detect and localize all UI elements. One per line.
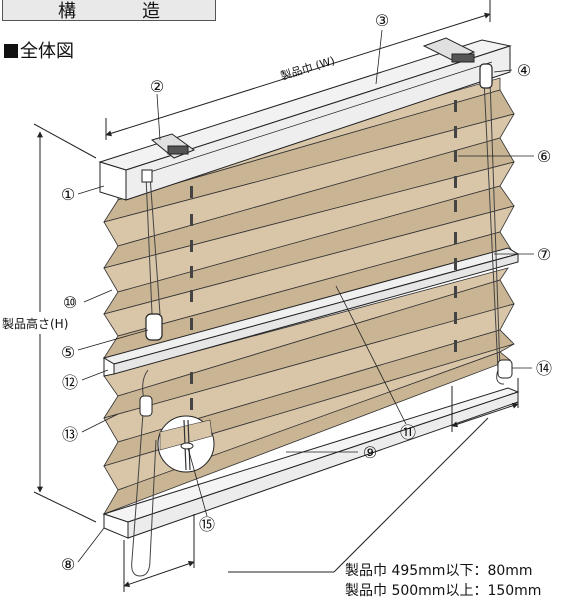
callout-2: ② <box>150 77 164 96</box>
callout-10: ⑩ <box>63 293 77 312</box>
callout-7: ⑦ <box>537 245 551 264</box>
cord-grip-lower-left <box>139 395 153 417</box>
callout-5: ⑤ <box>61 343 75 362</box>
diagram-subtitle: 全体図 <box>4 37 74 63</box>
cord-grip-left <box>145 313 163 341</box>
width-dimension <box>105 0 491 140</box>
callout-1: ① <box>61 185 75 204</box>
operating-cord-right <box>483 79 504 385</box>
cord-grip-lower-right <box>497 359 513 379</box>
mounting-bracket-left <box>150 133 196 159</box>
callout-12: ⑫ <box>62 373 78 392</box>
callout-13: ⑬ <box>62 425 78 444</box>
height-label: 製品高さ(H) <box>2 316 68 331</box>
callout-14: ⑭ <box>536 359 552 378</box>
detail-magnifier <box>157 415 215 473</box>
cord-length-note-1: 製品巾 495mm以下：80mm <box>345 563 533 579</box>
cord-length-note-2: 製品巾 500mm以上：150mm <box>345 583 542 599</box>
callout-9: ⑨ <box>363 443 377 462</box>
middle-rail <box>102 247 520 377</box>
callout-badges: ① ② ③ ④ ⑤ ⑥ ⑦ ⑧ ⑨ ⑩ ⑪ ⑫ ⑬ ⑭ ⑮ <box>61 11 552 574</box>
cord-length-dimensions <box>123 378 519 592</box>
square-bullet-icon <box>4 44 18 58</box>
callout-4: ④ <box>517 61 531 80</box>
callout-8: ⑧ <box>61 555 75 574</box>
callout-15: ⑮ <box>199 515 215 534</box>
bottom-rail <box>102 387 520 539</box>
callout-3: ③ <box>375 11 389 30</box>
callout-6: ⑥ <box>537 147 551 166</box>
pleated-fabric <box>103 77 515 515</box>
width-label: 製品巾 (W) <box>279 53 337 83</box>
callout-11: ⑪ <box>400 423 416 442</box>
diagram-subtitle-text: 全体図 <box>20 41 74 62</box>
cord-grip-right <box>479 63 493 89</box>
cord-stopper-left <box>141 169 153 183</box>
head-rail <box>98 39 512 201</box>
mounting-bracket-right <box>422 37 476 63</box>
cord-holes <box>190 100 457 410</box>
callout-leaders <box>77 29 534 563</box>
